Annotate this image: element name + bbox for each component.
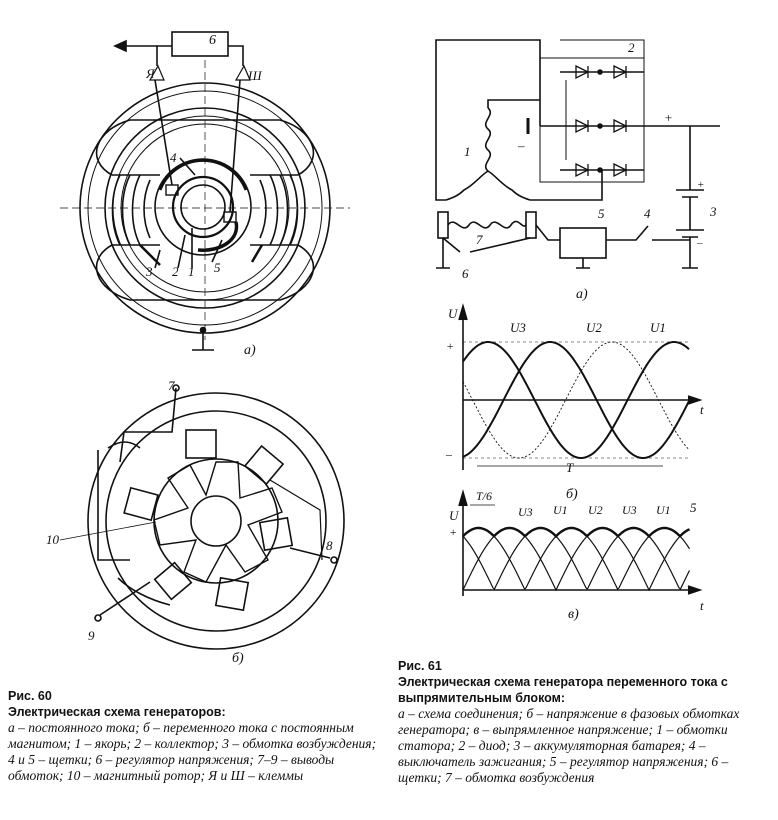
fig61c-u3b: U3 [622,503,637,517]
fig61-callout-3: 3 [709,204,717,219]
fig61-caption-title: Электрическая схема генератора переменно… [398,675,728,705]
fig61c-u1: U1 [553,503,568,517]
fig61b-axis-t: t [700,402,704,417]
fig60-callout-ya: Я [145,66,156,81]
fig60a-dc-generator [60,31,350,351]
fig60b-alternator-permanent-magnet [59,384,345,650]
fig61b-u2: U2 [586,320,602,335]
fig61-callout-6: 6 [462,266,469,281]
fig61-battery-plus: + [697,179,704,191]
fig60-caption-text: а – постоянного тока; б – переменного то… [8,720,377,783]
fig61c-u2: U2 [588,503,603,517]
fig61c-u3: U3 [518,505,533,519]
fig61b-u1: U1 [650,320,666,335]
fig60-label-b: б) [232,651,244,666]
fig61c-sixth: T/6 [476,489,492,503]
fig61b-axis-u: U [448,306,459,321]
fig60-callout-5: 5 [214,260,221,275]
fig60-label-a: а) [244,343,256,358]
fig61-callout-2: 2 [628,40,635,55]
fig60-callout-9: 9 [88,628,95,643]
fig61-label-b: б) [566,487,578,502]
fig61-callout-7: 7 [476,232,483,247]
fig60-callout-1: 1 [188,264,195,279]
fig60-callout-8: 8 [326,538,333,553]
fig60-caption-title: Электрическая схема генераторов: [8,705,226,719]
fig60-callout-3: 3 [145,264,153,279]
fig61-caption-text: а – схема соединения; б – напряжение в ф… [398,706,740,785]
fig61b-minus: – [445,447,453,461]
fig61-label-c: в) [568,607,579,622]
fig61c-plus: + [449,525,457,539]
fig61-callout-5: 5 [598,206,605,221]
fig61-caption-number: Рис. 61 [398,659,442,673]
fig60-callout-2: 2 [172,264,179,279]
fig60-callout-sh: Ш [247,68,263,83]
fig61b-plus: + [446,339,454,353]
fig61c-callout-5: 5 [690,500,697,515]
fig61b-phase-voltages [458,303,703,470]
fig60-callout-6: 6 [209,33,216,48]
fig60-caption-number: Рис. 60 [8,689,52,703]
fig61-callout-1: 1 [464,144,471,159]
fig61-label-a: а) [576,287,588,302]
fig60-callout-10: 10 [46,532,60,547]
fig61b-period: T [566,460,574,475]
fig61a-circuit [435,39,720,269]
fig61-battery-minus: – [696,237,703,249]
fig61b-u3: U3 [510,320,526,335]
fig60-callout-4: 4 [170,150,177,165]
fig60-caption: Рис. 60 Электрическая схема генераторов:… [8,688,380,784]
fig61-callout-minus: – [517,138,525,153]
fig61c-axis-t: t [700,598,704,613]
fig61-caption: Рис. 61 Электрическая схема генератора п… [398,658,770,786]
fig61c-u1b: U1 [656,503,671,517]
fig61c-rectified-voltage [458,489,703,596]
fig61c-axis-u: U [449,508,460,523]
fig60-callout-7: 7 [168,378,175,393]
fig61-callout-plus: + [664,110,673,125]
fig61-callout-4: 4 [644,206,651,221]
